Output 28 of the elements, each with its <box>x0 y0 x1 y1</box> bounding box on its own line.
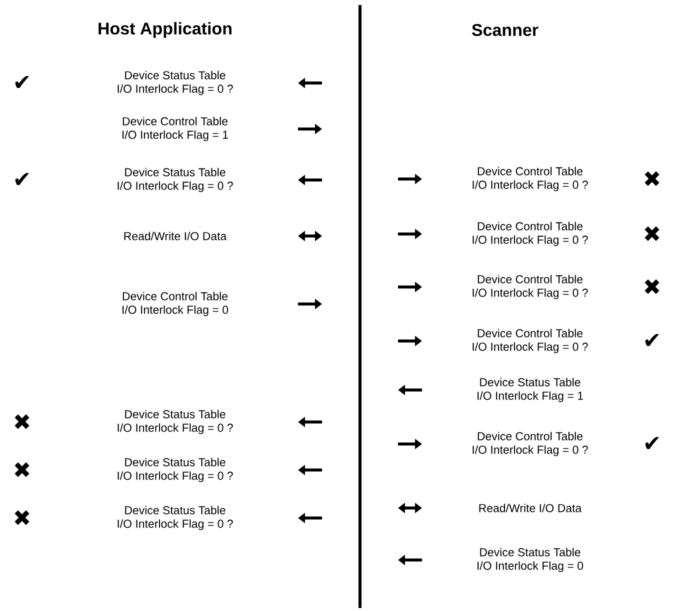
status-mark: ✔ <box>645 437 659 450</box>
message-text: Device Status Table I/O Interlock Flag = 0 ? <box>118 168 233 192</box>
message-text: Device Control Table I/O Interlock Flag = 0 <box>122 292 228 316</box>
message-text: Read/Write I/O Data <box>124 232 227 240</box>
message-text: Device Control Table I/O Interlock Flag = 0 ? <box>472 222 588 246</box>
status-mark: ✖ <box>644 279 660 294</box>
message-text: Read/Write I/O Data <box>479 504 582 512</box>
status-mark: ✖ <box>644 171 660 186</box>
status-mark: ✖ <box>14 414 30 429</box>
status-mark: ✔ <box>15 76 29 88</box>
message-text: Device Status Table I/O Interlock Flag = 1 <box>478 378 583 402</box>
message-text: Device Status Table I/O Interlock Flag = 0 ? <box>118 410 233 434</box>
column-heading: Scanner <box>472 24 538 36</box>
status-mark: ✔ <box>15 173 29 186</box>
column-heading: Host Application <box>98 22 232 38</box>
message-text: Device Control Table I/O Interlock Flag = 0 ? <box>472 166 588 192</box>
message-text: Device Status Table I/O Interlock Flag = 0 <box>478 548 584 572</box>
message-text: Device Control Table I/O Interlock Flag = 0 ? <box>472 274 588 300</box>
message-text: Device Control Table I/O Interlock Flag = 1 <box>122 116 228 142</box>
message-text: Device Control Table I/O Interlock Flag = 0 ? <box>472 328 588 354</box>
message-text: Device Status Table I/O Interlock Flag = 0 ? <box>118 506 233 530</box>
message-text: Device Control Table I/O Interlock Flag = 0 ? <box>472 432 588 456</box>
status-mark: ✖ <box>14 510 30 525</box>
status-mark: ✖ <box>14 462 30 477</box>
message-text: Device Status Table I/O Interlock Flag = 0 ? <box>118 458 233 482</box>
message-text: Device Status Table I/O Interlock Flag = 0 ? <box>118 70 233 96</box>
status-mark: ✖ <box>644 226 660 241</box>
status-mark: ✔ <box>645 334 659 346</box>
